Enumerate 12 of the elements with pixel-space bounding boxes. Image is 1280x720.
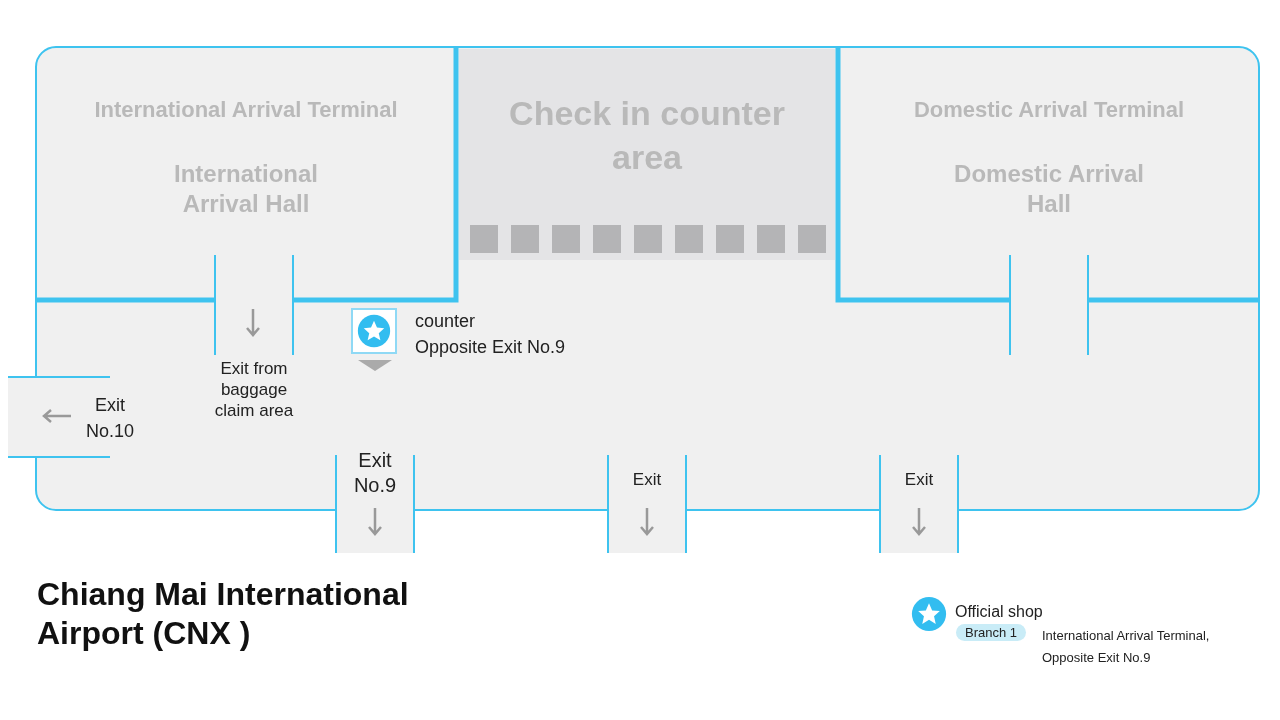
branch-tag: Branch 1 <box>956 624 1027 641</box>
exit-label: Exit No.10 <box>84 394 135 443</box>
exit-label: Exit <box>903 470 935 490</box>
exit-label: Exit <box>631 470 663 490</box>
branch-address: International Arrival Terminal, Opposite Exit No.9 <box>1042 627 1211 667</box>
airport-title: Chiang Mai International Airport (CNX ) <box>37 575 410 653</box>
exit-label: Exit No.9 <box>352 448 398 498</box>
legend-label: Official shop <box>955 603 1043 621</box>
counter-label: counter <box>415 311 476 332</box>
location-note: Opposite Exit No.9 <box>415 337 566 358</box>
check-in-area <box>459 49 835 260</box>
exit-label: Exit from baggage claim area <box>213 358 295 421</box>
